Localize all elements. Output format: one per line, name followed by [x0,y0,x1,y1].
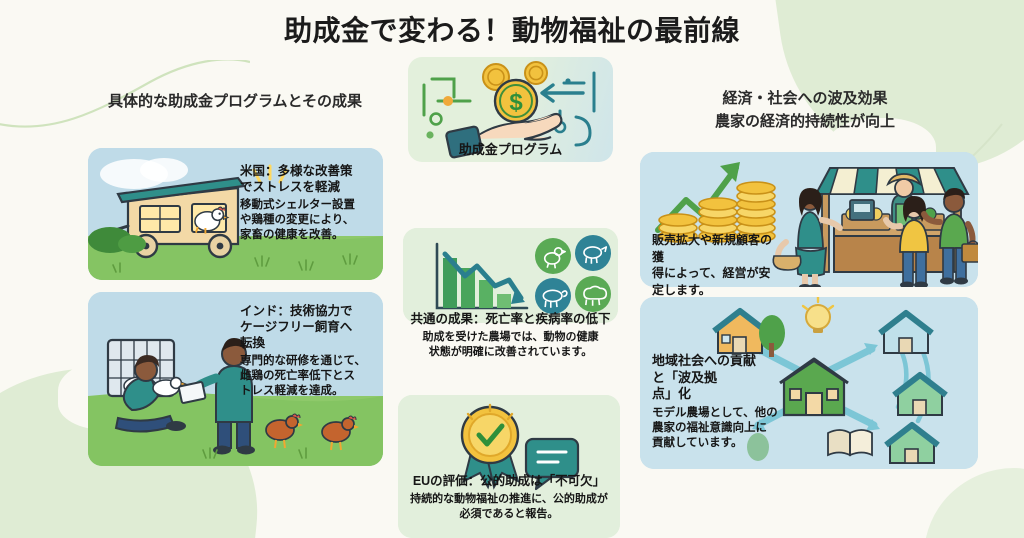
card-local-contribution-text: 地域社会への貢献 と「波及拠 点」化 モデル農場として、他の 農家の福祉意識向上… [652,353,782,451]
card-usa-body: 移動式シェルター設置 や鶏種の変更により、 家畜の健康を改善。 [240,199,355,242]
right-column-heading-main: 経済・社会への波及効果 [722,90,888,107]
card-local-contribution-body: モデル農場として、他の 農家の福祉意識向上に 貢献しています。 [652,406,778,450]
card-local-contribution[interactable] [640,297,978,469]
card-usa-heading: 米国：多様な改善策 でストレスを軽減 [240,164,353,194]
right-column-subheading: 農家の経済的持続性が向上 [714,112,895,130]
card-common-result-body: 助成を受けた農場では、動物の健康 状態が明確に改善されています。 [422,331,599,358]
decor-blob-bottom-right [924,468,1024,538]
illustration-mobile-chicken-coop [88,148,383,280]
card-common-result-text: 共通の成果：死亡率と疾病率の低下 助成を受けた農場では、動物の健康 状態が明確に… [395,311,626,360]
card-usa-text: 米国：多様な改善策 でストレスを軽減 移動式シェルター設置 や鶏種の変更により、… [240,163,380,244]
card-eu-assessment-body: 持続的な動物福祉の推進に、公的助成が 必須であると報告。 [410,493,608,520]
svg-text:$: $ [509,89,523,116]
card-india-text: インド：技術協力で ケージフリー飼育へ 転換 専門的な研修を通じて、 雌鶏の死亡… [240,303,386,400]
card-eu-assessment-text: EUの評価：公的助成は「不可欠」 持続的な動物福祉の推進に、公的助成が 必須であ… [393,473,625,522]
card-grant-program[interactable]: $ [408,57,613,162]
card-eu-assessment[interactable] [398,395,620,538]
illustration-declining-chart-livestock [403,228,618,323]
card-eu-assessment-heading: EUの評価：公的助成は「不可欠」 [412,474,606,488]
illustration-award-and-speech-bubble [398,395,620,538]
page-title: 助成金で変わる！動物福祉の最前線 [283,15,740,46]
card-common-result-heading: 共通の成果：死亡率と疾病率の低下 [410,312,611,326]
card-india-heading: インド：技術協力で ケージフリー飼育へ 転換 [240,304,353,350]
left-column-heading: 具体的な助成金プログラムとその成果 [107,93,363,110]
card-local-contribution-heading: 地域社会への貢献 と「波及拠 点」化 [652,353,757,402]
right-column-heading: 経済・社会への波及効果 農家の経済的持続性が向上 [640,88,970,133]
illustration-model-farm-network [640,297,978,469]
card-economy-body: 販売拡大や新規顧客の獲 得によって、経営が安 定します。 [652,233,773,297]
card-usa[interactable] [88,148,383,280]
card-india-body: 専門的な研修を通じて、 雌鶏の死亡率低下とス トレス軽減を達成。 [240,355,366,398]
card-economy-text: 販売拡大や新規顧客の獲 得によって、経営が安 定します。 [652,232,777,298]
card-grant-program-label: 助成金プログラム [458,142,563,157]
illustration-hand-with-coins: $ [422,61,596,159]
card-common-result[interactable] [403,228,618,323]
